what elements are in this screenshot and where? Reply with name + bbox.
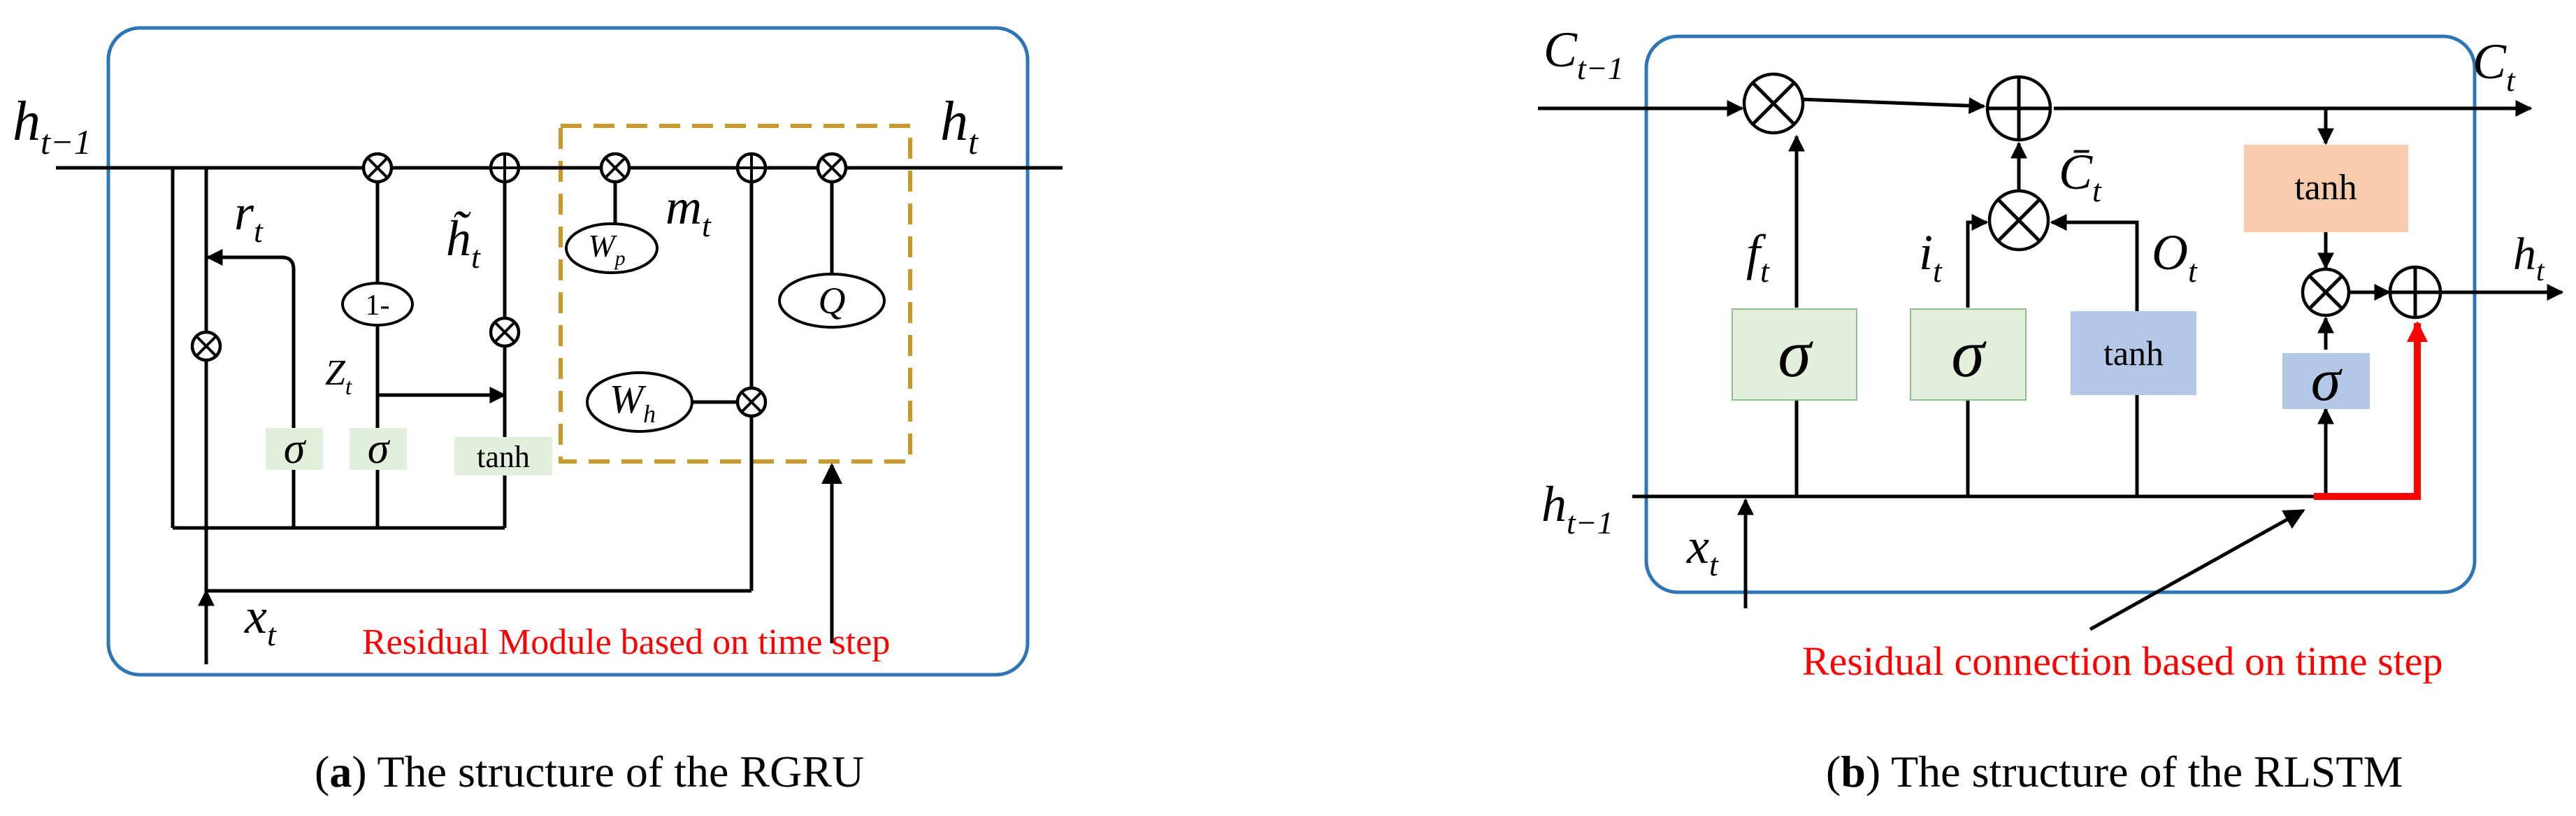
tanh-label-gru: tanh <box>477 440 530 474</box>
r-gate-arrow <box>206 249 296 270</box>
residual-connection-text: Residual connection based on time step <box>1802 638 2443 684</box>
sigma-label-f: σ <box>1778 316 1813 391</box>
tanh-label-candidate: tanh <box>2103 334 2164 373</box>
residual-connection <box>2314 321 2428 500</box>
tanh-label-output: tanh <box>2294 168 2357 208</box>
svg-text:(a) The structure of the RGRU: (a) The structure of the RGRU <box>315 747 864 796</box>
svg-text:ht−1: ht−1 <box>13 91 92 162</box>
input-gate-path <box>1966 214 1989 308</box>
x-sub-b: t <box>1709 547 1719 582</box>
q-node <box>778 273 886 329</box>
sigma-box-i <box>1910 308 2027 401</box>
h-prev-sub-a: t−1 <box>41 122 92 162</box>
h-out-sub-b: t <box>2536 255 2545 287</box>
z-sub: t <box>345 374 353 400</box>
i-sub: t <box>1933 253 1943 289</box>
tanh-box-gru <box>454 437 552 475</box>
svg-text:it: it <box>1919 224 1943 289</box>
sigma-label-o: σ <box>2311 346 2343 413</box>
rlstm-frame <box>1644 34 2477 594</box>
sigma-box-z <box>350 428 407 470</box>
svg-text:ft: ft <box>1746 224 1770 289</box>
h-tilde-sub: t <box>471 239 481 275</box>
wp-sub: p <box>614 247 626 270</box>
tanh-box-candidate <box>2071 311 2196 395</box>
m-label: m <box>665 179 702 235</box>
c-out-sub: t <box>2506 62 2516 98</box>
caption-b-text: The structure of the RLSTM <box>1880 747 2403 796</box>
c-bar-sub: t <box>2092 173 2102 208</box>
h-tilde-label: h̃ <box>446 210 471 266</box>
h-prev-label-a: h <box>13 91 41 152</box>
c-out-label: C <box>2473 34 2507 90</box>
wp-label: W <box>588 228 617 264</box>
one-minus-node <box>341 282 414 327</box>
c-bar-label: C̄ <box>2059 144 2093 200</box>
svg-text:mt: mt <box>665 179 712 243</box>
panel-b-rlstm: σ σ tanh tanh σ <box>1538 22 2564 796</box>
residual-module-dashed-box <box>559 124 912 464</box>
r-label: r <box>234 185 254 241</box>
rgru-frame <box>106 26 1030 677</box>
h-out-label-b: h <box>2513 229 2536 280</box>
h-prev-label-b: h <box>1541 476 1567 532</box>
q-label: Q <box>819 280 846 322</box>
o-sub: t <box>2188 253 2198 289</box>
h-out-label-a: h <box>940 91 968 152</box>
sigma-label-z: σ <box>368 425 391 473</box>
tanh-box-output <box>2244 145 2408 232</box>
h-prev-sub-b: t−1 <box>1567 505 1613 541</box>
caption-a-text: The structure of the RGRU <box>367 747 865 796</box>
svg-text:h̃t: h̃t <box>446 210 481 275</box>
wh-sub: h <box>643 400 656 428</box>
caption-b-letter: b <box>1841 747 1866 796</box>
caption-a-letter: a <box>329 747 352 796</box>
svg-text:xt: xt <box>1686 518 1719 582</box>
svg-text:ht: ht <box>940 91 979 162</box>
svg-text:ht: ht <box>2513 229 2545 287</box>
sigma-box-o <box>2282 353 2370 409</box>
wh-label: W <box>610 376 647 422</box>
one-minus-label: 1- <box>366 289 390 322</box>
sigma-box-r <box>266 428 323 470</box>
cell-state-line-mid <box>1801 97 1986 115</box>
r-sub: t <box>254 213 264 249</box>
svg-text:Zt: Zt <box>325 353 353 400</box>
svg-text:xt: xt <box>244 588 277 652</box>
svg-text:Wh: Wh <box>610 376 656 428</box>
svg-text:Ot: Ot <box>2152 224 2198 289</box>
c-prev-sub: t−1 <box>1577 50 1624 86</box>
svg-text:C̄t: C̄t <box>2059 144 2102 208</box>
svg-text:Wp: Wp <box>588 228 625 270</box>
c-prev-label: C <box>1544 22 1578 78</box>
svg-text:Ct: Ct <box>2473 34 2516 98</box>
svg-text:rt: rt <box>234 185 264 249</box>
svg-text:(b) The structure of the RLSTM: (b) The structure of the RLSTM <box>1826 747 2403 796</box>
i-label: i <box>1919 224 1933 280</box>
candidate-path <box>2050 214 2139 311</box>
h-out-sub-a: t <box>968 122 979 162</box>
svg-text:Ct−1: Ct−1 <box>1544 22 1624 86</box>
sigma-box-f <box>1732 308 1857 401</box>
x-label-a: x <box>244 588 267 644</box>
panel-a-rgru: σ σ tanh 1- Wp Wh Q <box>13 26 1063 796</box>
m-sub: t <box>702 208 712 243</box>
z-label: Z <box>325 353 346 393</box>
residual-module-text: Residual Module based on time step <box>362 622 890 662</box>
wh-node <box>586 371 693 433</box>
svg-text:ht−1: ht−1 <box>1541 476 1613 541</box>
sigma-label-r: σ <box>284 425 307 473</box>
x-label-b: x <box>1686 518 1709 574</box>
o-label: O <box>2152 224 2188 280</box>
f-sub: t <box>1760 253 1770 289</box>
sigma-label-i: σ <box>1951 316 1987 391</box>
x-sub-a: t <box>267 617 277 652</box>
wp-node <box>565 222 659 274</box>
residual-connection-pointer <box>2089 508 2305 631</box>
